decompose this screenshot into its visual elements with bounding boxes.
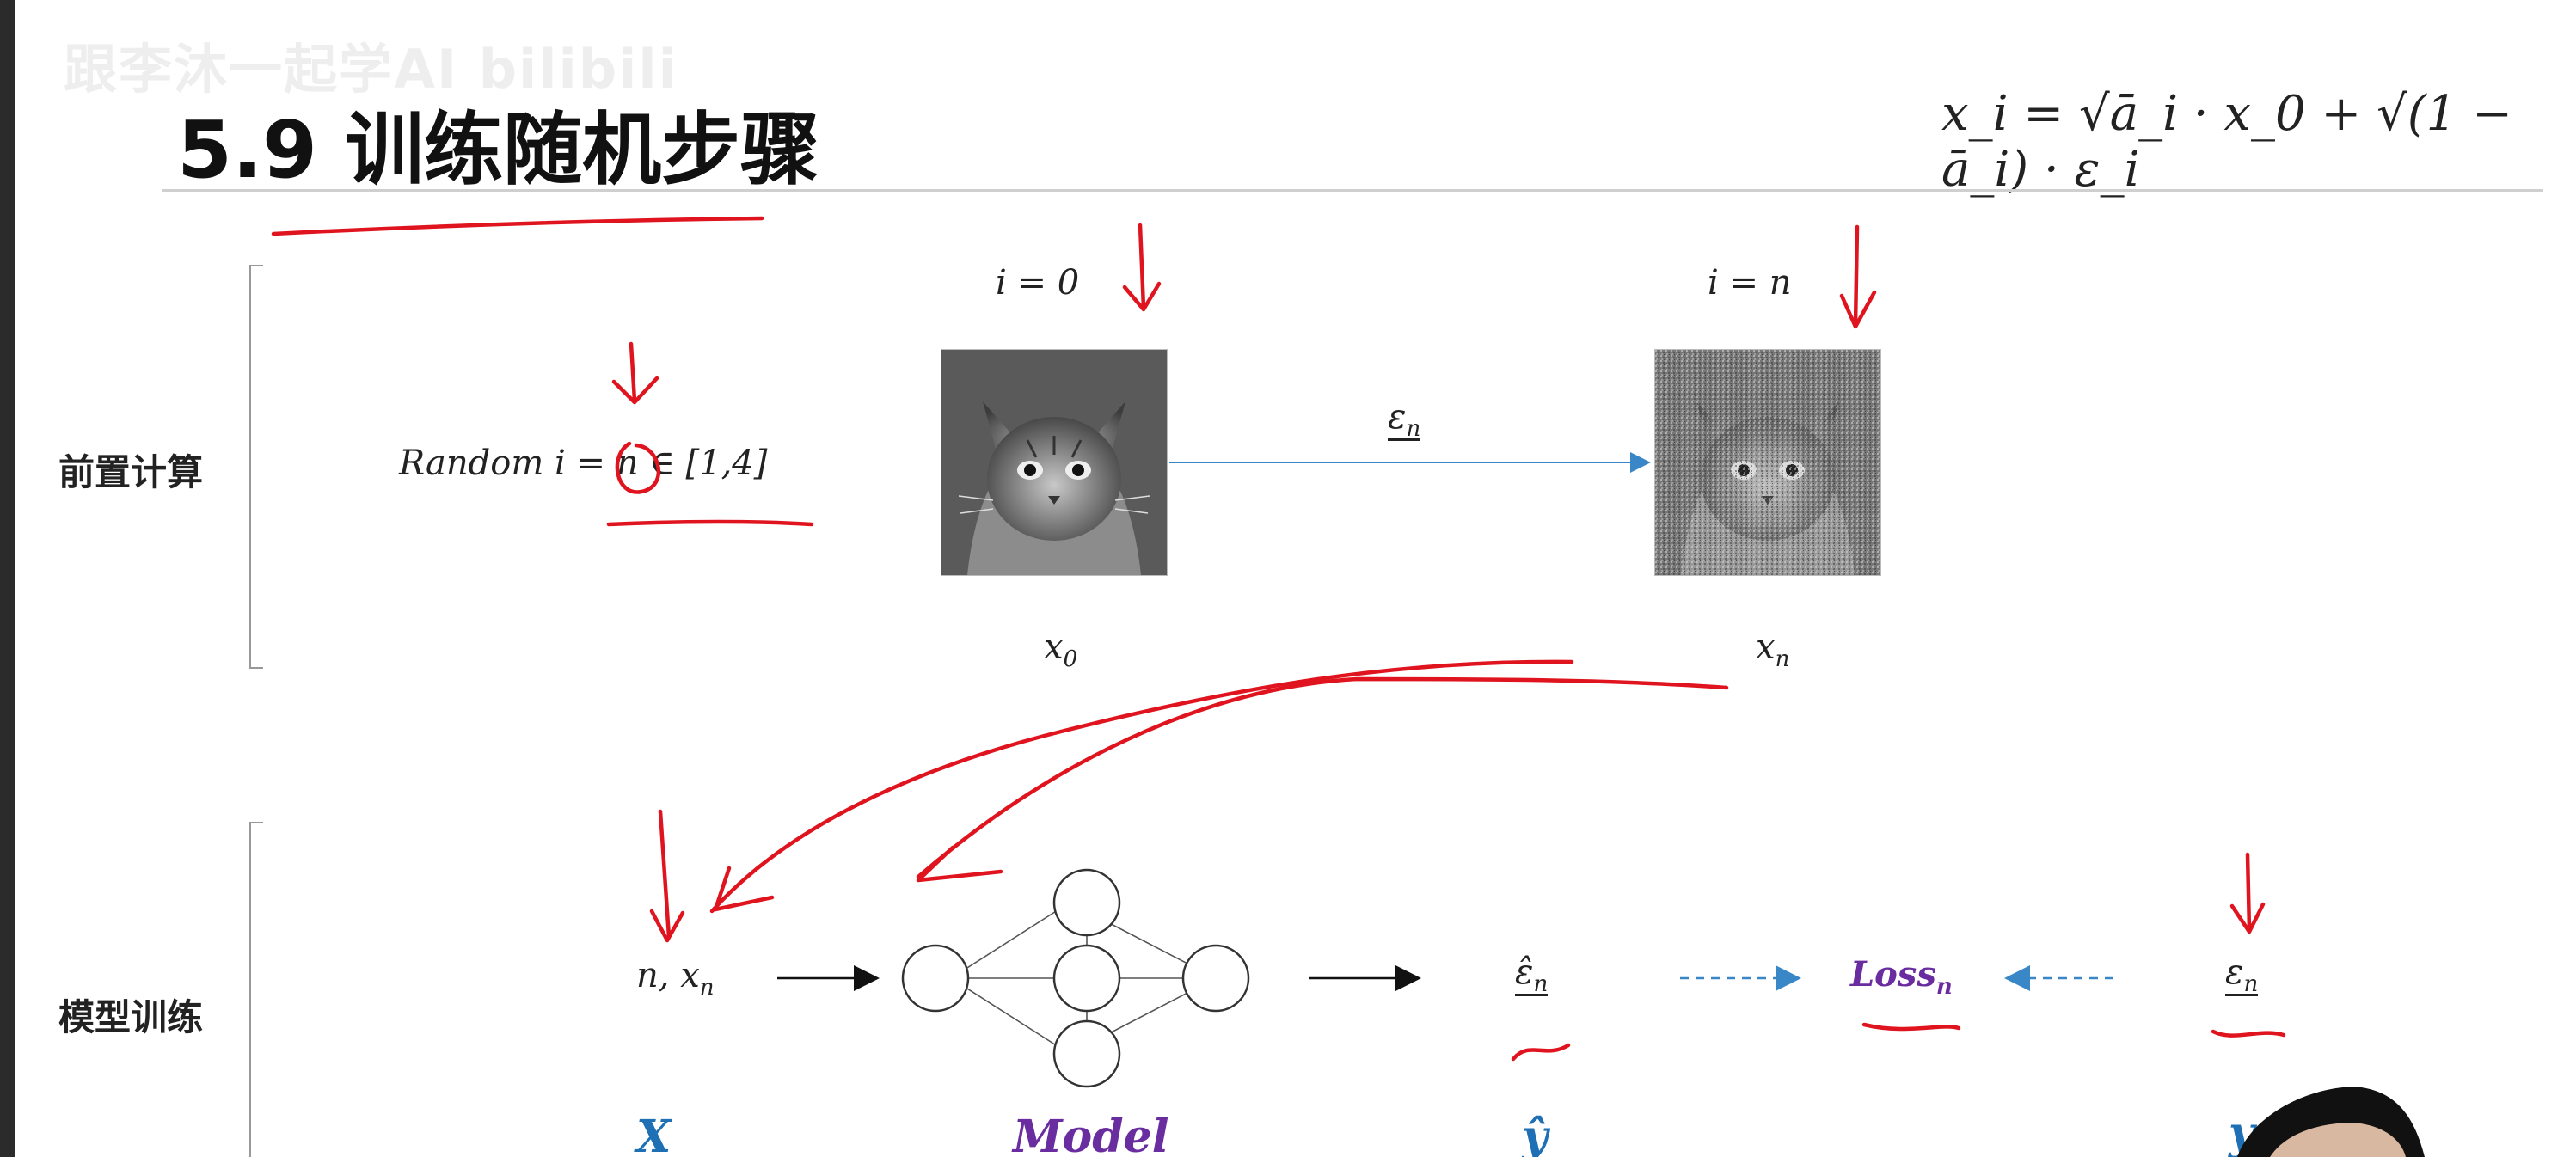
header-divider <box>162 189 2543 192</box>
x-role-label: X <box>636 1111 672 1157</box>
noise-label: εn <box>1388 397 1421 442</box>
xn-label: xn <box>1756 627 1790 672</box>
model-role-label: Model <box>1013 1111 1169 1157</box>
red-annotations <box>271 216 2286 1062</box>
x0-label: x0 <box>1044 627 1078 672</box>
slide: 跟李沐一起学AI bilibili 5.9 训练随机步骤 x_i = √ā_i … <box>15 0 2576 1157</box>
prediction-label: ε̂n <box>1515 952 1549 997</box>
cat-image <box>941 349 1168 576</box>
neural-network-icon <box>901 868 1250 1088</box>
step-start-label: i = 0 <box>996 263 1080 303</box>
forward-bracket <box>249 265 263 669</box>
diagram-overlay <box>271 216 2425 1157</box>
yhat-role-label: ŷ <box>1522 1111 1549 1157</box>
training-section-label: 模型训练 <box>58 996 204 1038</box>
presenter-avatar <box>2237 1087 2425 1157</box>
header-formula-text: x_i = √ā_i · x_0 + √(1 − ā_i) · ε_i <box>1941 86 2513 198</box>
input-label: n, xn <box>636 956 715 1001</box>
forward-section-label: 前置计算 <box>58 451 204 493</box>
target-label: εn <box>2225 952 2259 997</box>
loss-label: Lossn <box>1850 954 1953 1000</box>
header-formula: x_i = √ā_i · x_0 + √(1 − ā_i) · ε_i <box>1941 86 2576 198</box>
noisy-cat-image <box>1654 349 1881 576</box>
step-end-label: i = n <box>1708 263 1792 303</box>
training-bracket <box>249 822 263 1157</box>
watermark: 跟李沐一起学AI bilibili <box>64 38 678 101</box>
page-title: 5.9 训练随机步骤 <box>177 104 820 196</box>
random-step-text: Random i = n ∈ [1,4] <box>399 444 768 483</box>
